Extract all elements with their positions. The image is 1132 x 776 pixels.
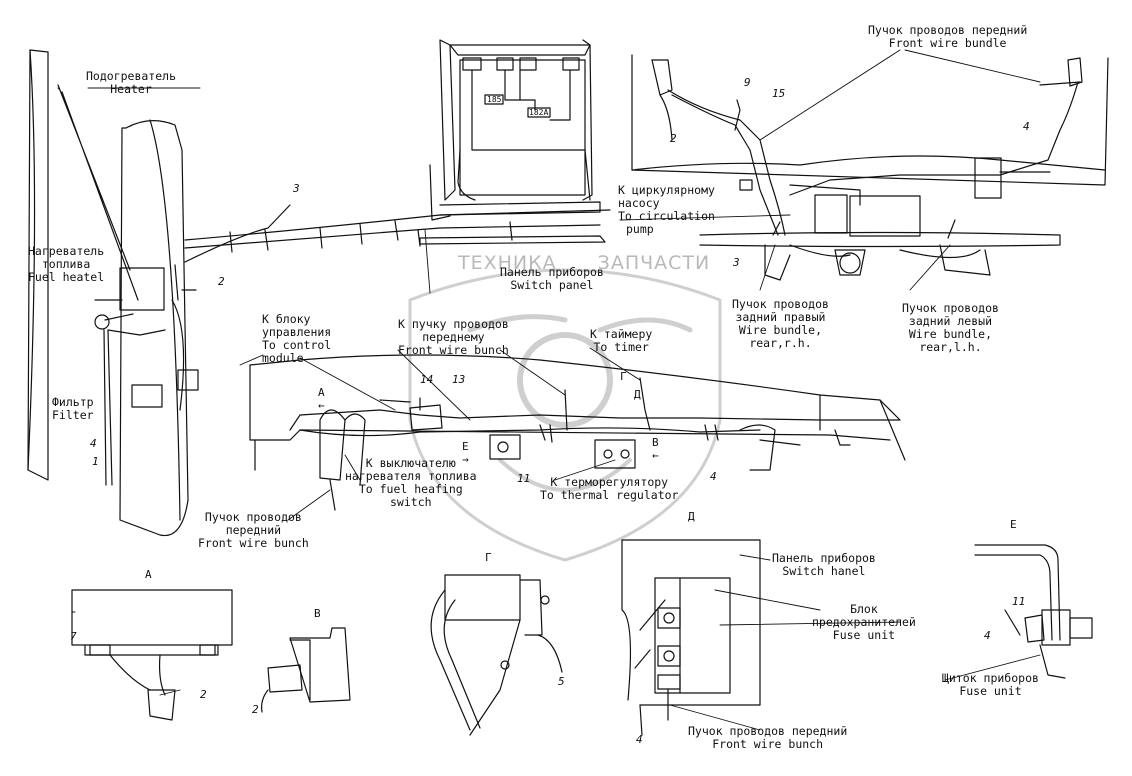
callout-2-detail-a: 2 [200, 688, 207, 701]
detail-b [261, 627, 351, 713]
callout-11-mid: 11 [517, 472, 531, 485]
callout-9: 9 [744, 76, 751, 89]
callout-3-right: 3 [733, 256, 740, 269]
view-title-e: Е [1010, 518, 1017, 531]
watermark-word-1: ТЕХНИКА [458, 252, 557, 274]
arrow-view-g: Г [620, 370, 627, 383]
view-title-g: Г [485, 551, 492, 564]
cab-floor-right [631, 54, 1109, 281]
connector-185-label: 185 [487, 95, 502, 104]
callout-11-detail-e: 11 [1012, 595, 1026, 608]
view-title-a: А [145, 568, 152, 581]
callout-13: 13 [452, 373, 466, 386]
arrow-view-a: А← [318, 386, 325, 412]
callout-14: 14 [420, 373, 434, 386]
callout-4-detail-e: 4 [984, 629, 991, 642]
callout-7: 7 [70, 630, 77, 643]
detail-d [621, 539, 761, 736]
view-title-b: В [314, 607, 321, 620]
watermark-emblem [408, 268, 722, 562]
arrow-view-e: Е→ [462, 440, 469, 466]
callout-15: 15 [772, 87, 786, 100]
callout-1: 1 [92, 455, 99, 468]
connector-182a-label: 182А [529, 108, 549, 117]
heater-column [27, 49, 199, 537]
watermark-word-2: ЗАПЧАСТИ [597, 252, 711, 274]
watermark-text: ТЕХНИКА ЗАПЧАСТИ [458, 252, 744, 274]
arrow-view-b: В← [652, 436, 659, 462]
callout-4-detail-d: 4 [636, 733, 643, 746]
callout-2-right: 2 [670, 132, 677, 145]
callout-4-left: 4 [90, 437, 97, 450]
top-frame-rail [184, 201, 611, 263]
callout-4-right: 4 [1023, 120, 1030, 133]
arrow-view-d: Д [634, 388, 641, 401]
view-title-d: Д [688, 510, 695, 523]
leader-lines [57, 49, 1041, 731]
switch-panel-box [429, 39, 593, 221]
callout-3-top: 3 [293, 182, 300, 195]
callout-2-detail-b: 2 [252, 703, 259, 716]
callout-4-mid: 4 [710, 470, 717, 483]
detail-g [430, 574, 563, 736]
callout-5: 5 [558, 675, 565, 688]
callout-2-left: 2 [218, 275, 225, 288]
detail-a [71, 589, 233, 721]
detail-e [974, 544, 1093, 679]
middle-frame-rail [249, 354, 906, 511]
